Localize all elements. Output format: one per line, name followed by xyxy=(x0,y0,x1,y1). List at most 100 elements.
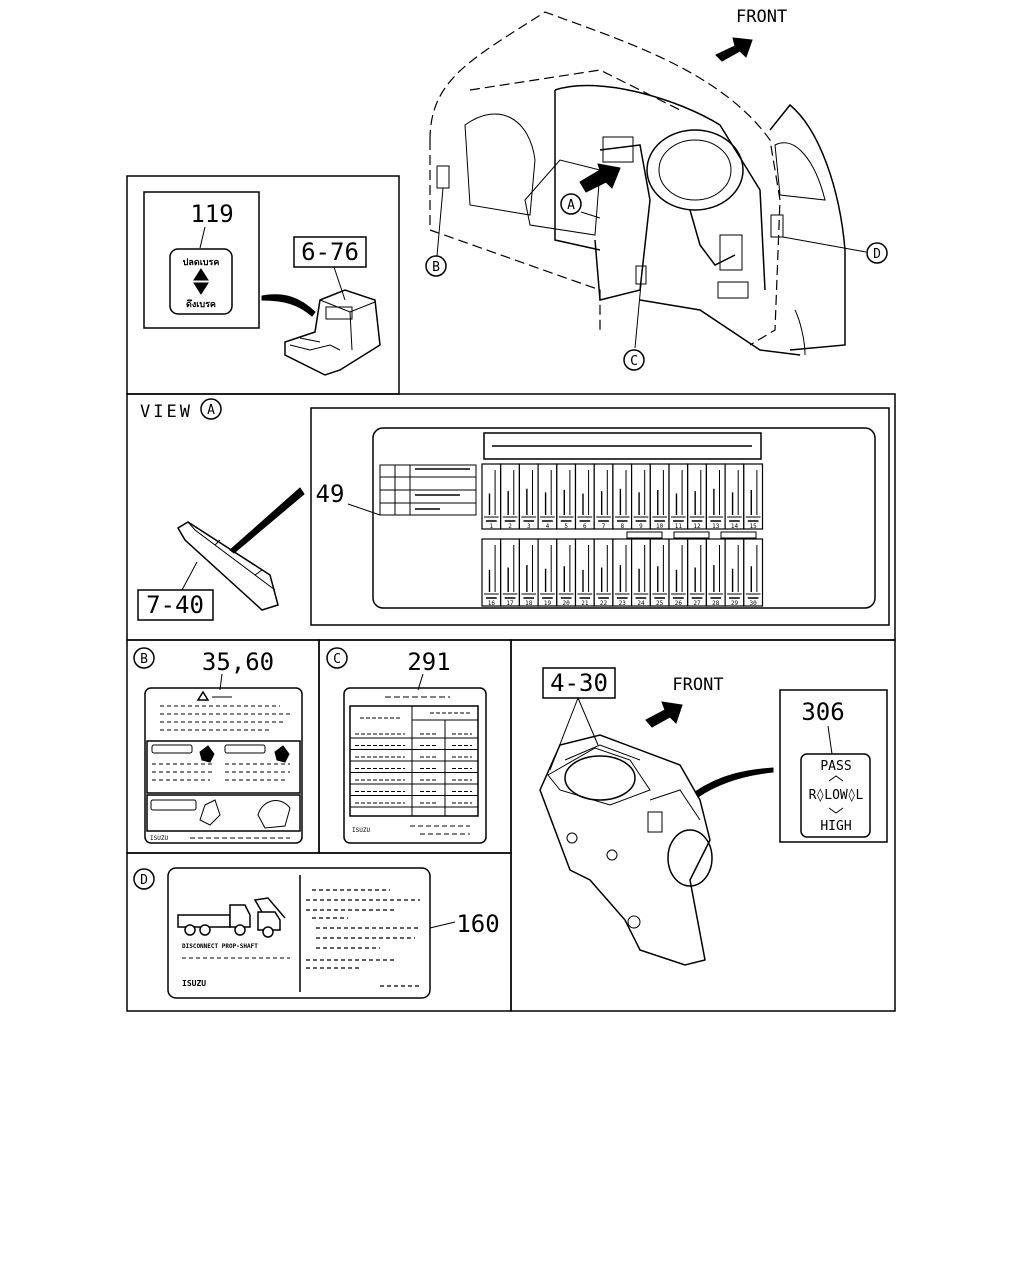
fuse-number: 28 xyxy=(712,600,720,607)
engine-icon xyxy=(199,745,215,763)
fuse-number: 24 xyxy=(637,600,645,607)
inner-arrow-icon xyxy=(579,163,621,193)
panel-c: C 291 ISUZU xyxy=(318,639,512,854)
ref-49: 49 xyxy=(316,480,345,508)
fuse-number: 1 xyxy=(490,523,494,530)
fuse-slot: 10 xyxy=(649,463,670,530)
fuse-slot: 5 xyxy=(556,463,577,530)
panel-d-brand: ISUZU xyxy=(182,979,206,988)
fuse-cover-drawing xyxy=(176,521,279,611)
mechanic-icon xyxy=(199,799,221,826)
fuse-slot: 13 xyxy=(705,463,726,530)
svg-text:C: C xyxy=(630,354,638,369)
fuse-number: 23 xyxy=(619,600,627,607)
down-arrow-icon xyxy=(193,282,209,295)
engine-icon-2 xyxy=(274,745,290,763)
fuse-slot: 25 xyxy=(649,538,670,607)
fuse-number: 9 xyxy=(639,523,643,530)
front-arrow-icon xyxy=(715,37,753,62)
view-title: VIEW xyxy=(140,402,193,422)
lever-housing-drawing xyxy=(539,734,774,966)
panel-lever: 4-30 FRONT 306 PASS R◊LOW◊L HIGH xyxy=(510,639,896,1012)
warning-icon xyxy=(196,690,210,701)
fuse-slot: 30 xyxy=(743,538,764,607)
fuse-number: 11 xyxy=(675,523,683,530)
fuse-legend-table xyxy=(379,464,477,516)
fuse-number: 29 xyxy=(731,600,739,607)
callout-d: D xyxy=(866,242,888,264)
ref-306: 306 xyxy=(801,698,844,726)
fuse-slot: 2 xyxy=(500,463,521,530)
fuse-slot: 11 xyxy=(668,463,689,530)
ref-119: 119 xyxy=(190,200,233,228)
panel-d: D DISCONNECT PROP-SHAFT ISUZU xyxy=(126,852,512,1012)
ref-4-30: 4-30 xyxy=(550,669,608,697)
fuse-number: 13 xyxy=(712,523,720,530)
up-arrow-icon xyxy=(193,268,209,281)
fuse-number: 21 xyxy=(581,600,589,607)
fuse-number: 25 xyxy=(656,600,664,607)
fuse-number: 5 xyxy=(564,523,568,530)
panel-c-brand: ISUZU xyxy=(352,827,370,834)
svg-text:A: A xyxy=(567,198,575,213)
fuse-number: 19 xyxy=(544,600,552,607)
tool-icon xyxy=(257,800,291,829)
fuse-slot: 8 xyxy=(612,463,633,530)
fuse-number: 18 xyxy=(525,600,533,607)
ref-160: 160 xyxy=(456,910,499,938)
fuse-slot: 22 xyxy=(593,538,614,607)
fuse-slot: 9 xyxy=(630,463,651,530)
svg-text:B: B xyxy=(432,260,440,275)
fuse-slot: 24 xyxy=(630,538,651,607)
fuse-number: 7 xyxy=(602,523,606,530)
ref-7-40: 7-40 xyxy=(146,591,204,619)
front-label-top: FRONT xyxy=(736,7,787,27)
ref-35-60: 35,60 xyxy=(202,648,274,676)
callout-c: C xyxy=(623,349,645,371)
fuse-slot: 26 xyxy=(668,538,689,607)
panel-c-letter: C xyxy=(333,652,341,667)
ref-291: 291 xyxy=(407,648,450,676)
fuse-slot: 7 xyxy=(593,463,614,530)
thai-apply-text: ดึงเบรค xyxy=(186,299,216,310)
callout-b: B xyxy=(425,255,447,277)
fuse-slot: 16 xyxy=(481,538,502,607)
fuse-number: 4 xyxy=(546,523,550,530)
fuse-number: 22 xyxy=(600,600,608,607)
panel-view-a: VIEW A 7-40 49 xyxy=(126,393,896,641)
fuse-slot: 12 xyxy=(687,463,708,530)
fuse-slot: 17 xyxy=(500,538,521,607)
panel-b: B 35,60 ISUZU xyxy=(126,639,320,854)
panel-b-brand: ISUZU xyxy=(150,835,168,842)
fuse-number: 30 xyxy=(750,600,758,607)
fuse-number: 16 xyxy=(488,600,496,607)
low-label: R◊LOW◊L xyxy=(809,788,864,803)
pass-label: PASS xyxy=(820,759,851,774)
fuse-slot: 18 xyxy=(518,538,539,607)
fuse-number: 20 xyxy=(563,600,571,607)
fuse-number: 3 xyxy=(527,523,531,530)
thai-release-text: ปลดเบรค xyxy=(183,257,220,268)
callout-a: A xyxy=(560,193,582,215)
fuse-number: 10 xyxy=(656,523,664,530)
pointer-wedge xyxy=(229,487,305,554)
fuse-slot: 14 xyxy=(724,463,745,530)
tow-truck-icon xyxy=(177,897,286,938)
console-part-drawing xyxy=(261,289,381,376)
fuse-slot: 21 xyxy=(574,538,595,607)
high-label: HIGH xyxy=(820,819,851,834)
fuse-slot: 19 xyxy=(537,538,558,607)
fuse-number: 6 xyxy=(583,523,587,530)
fuse-number: 14 xyxy=(731,523,739,530)
prop-shaft-caption: DISCONNECT PROP-SHAFT xyxy=(182,943,258,950)
fuse-slot: 23 xyxy=(612,538,633,607)
view-letter: A xyxy=(207,403,215,418)
fuse-slot: 15 xyxy=(743,463,764,530)
svg-text:D: D xyxy=(873,247,881,262)
fuse-number: 8 xyxy=(620,523,624,530)
fuse-slot: 3 xyxy=(518,463,539,530)
front-arrow-lever-icon xyxy=(645,701,683,728)
panel-b-letter: B xyxy=(140,652,148,667)
fuse-slot: 4 xyxy=(537,463,558,530)
